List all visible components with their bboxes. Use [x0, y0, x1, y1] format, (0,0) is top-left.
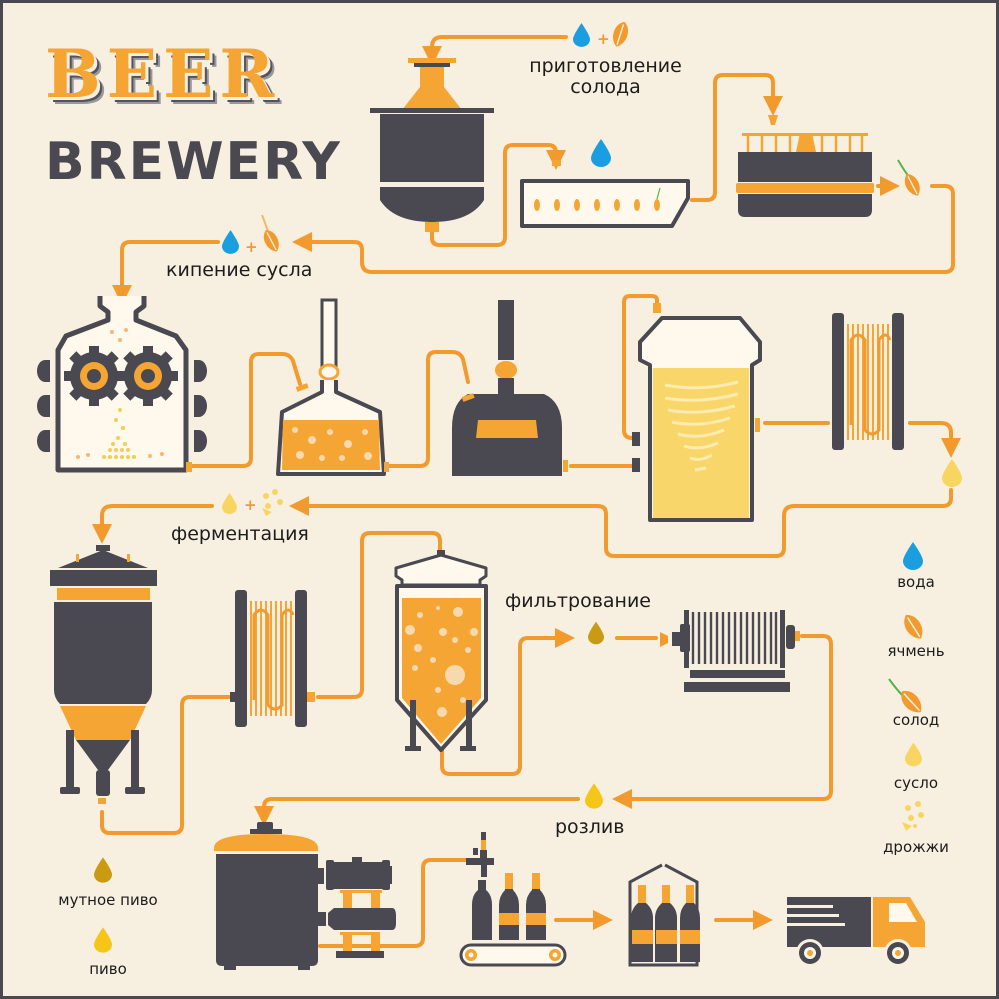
pipes	[92, 35, 961, 948]
water-drop-icon	[591, 139, 611, 167]
wort-cooler	[832, 313, 904, 450]
bottling-line	[459, 832, 567, 967]
svg-text:+: +	[245, 238, 258, 256]
mash-tun	[370, 58, 494, 232]
legend-label-yeast: дрожжи	[883, 838, 949, 856]
legend-label-cloudy-beer: мутное пиво	[58, 891, 158, 909]
germination-bed	[520, 160, 690, 228]
legend-label-malt: солод	[892, 711, 940, 729]
beer-filter	[660, 610, 800, 692]
step-label-malting-line1: приготовление	[529, 55, 682, 77]
svg-text:+: +	[597, 30, 610, 48]
beer-cooler	[230, 590, 315, 727]
maturation-tank	[394, 550, 488, 752]
malting-inputs: +	[573, 18, 633, 50]
bright-beer-tank	[214, 822, 396, 970]
step-label-filtration: фильтрование	[505, 590, 651, 612]
step-label-malting: приготовление солода	[513, 56, 698, 98]
legend-label-beer: пиво	[89, 960, 127, 978]
gear-icon	[64, 346, 124, 406]
water-drop-icon	[903, 542, 923, 570]
whirlpool-tank	[632, 303, 762, 522]
wort-drop-icon	[942, 459, 962, 487]
fermentation-inputs: +	[222, 489, 283, 516]
step-label-bottling: розлив	[555, 816, 625, 838]
cloudy-beer-drop-icon	[588, 621, 604, 645]
title-brewery: BREWERY	[45, 132, 342, 192]
yeast-icon	[902, 801, 924, 831]
brewery-process-diagram: + +	[37, 18, 962, 970]
cloudy-beer-drop-icon	[94, 857, 112, 883]
wort-boiling-inputs: +	[222, 214, 284, 256]
mash-vessel	[276, 298, 389, 476]
barley-icon	[899, 610, 928, 644]
beer-drop-icon	[585, 783, 603, 809]
delivery-truck-icon	[787, 897, 925, 967]
fermentation-tank	[50, 545, 157, 804]
legend-label-barley: ячмень	[887, 642, 945, 660]
legend-label-water: вода	[897, 573, 935, 591]
legend-label-wort: сусло	[893, 774, 939, 792]
step-label-malting-line2: солода	[570, 75, 641, 98]
grain-mill	[37, 296, 207, 473]
infographic-canvas: + +	[3, 3, 996, 996]
title-beer: BEER	[45, 35, 281, 113]
svg-text:+: +	[244, 496, 257, 514]
legend-icons	[94, 542, 928, 953]
gear-icon	[118, 346, 178, 406]
beer-drop-icon	[94, 927, 112, 953]
lauter-tun	[452, 300, 568, 476]
warehouse	[628, 863, 700, 967]
kiln	[736, 115, 874, 217]
malt-icon	[897, 159, 925, 200]
malt-icon	[888, 678, 927, 719]
step-label-wort-boiling: кипение сусла	[166, 259, 313, 281]
step-label-fermentation: ферментация	[171, 523, 309, 545]
wort-drop-icon	[905, 742, 922, 767]
